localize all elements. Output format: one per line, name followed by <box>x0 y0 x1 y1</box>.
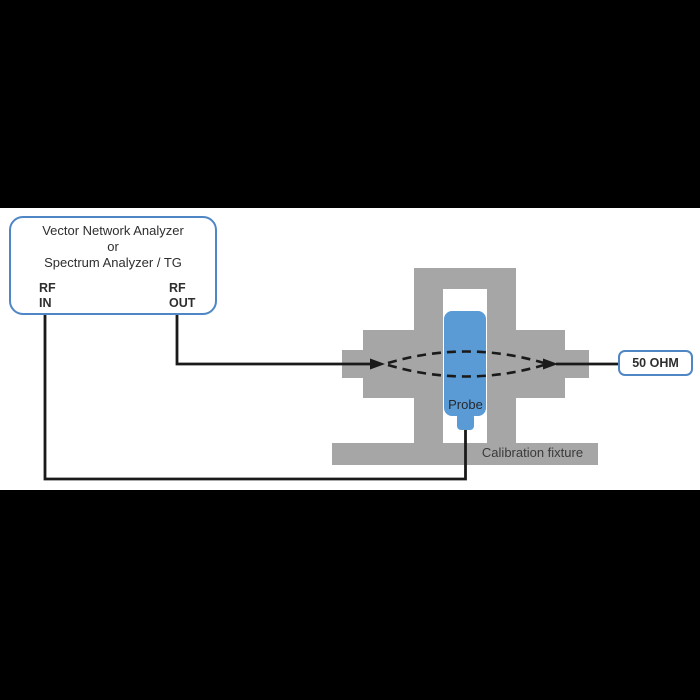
analyzer-title-line3: Spectrum Analyzer / TG <box>44 255 182 270</box>
analyzer-title-line2: or <box>107 239 119 254</box>
rf-out-port-label: RF OUT <box>169 281 195 311</box>
analyzer-box: Vector Network Analyzer or Spectrum Anal… <box>9 216 217 315</box>
terminator-50ohm-label: 50 OHM <box>632 356 679 370</box>
signal-arrowhead-right <box>543 358 558 370</box>
rf-out-line2: OUT <box>169 296 196 310</box>
probe-label: Probe <box>448 397 483 412</box>
signal-lens-bottom-arc <box>387 363 545 378</box>
calibration-fixture-label: Calibration fixture <box>481 445 584 460</box>
rf-out-line1: RF <box>169 281 186 295</box>
top-black-band <box>0 0 700 208</box>
rf-in-line1: RF <box>39 281 56 295</box>
probe-body <box>444 311 486 416</box>
analyzer-title-line1: Vector Network Analyzer <box>42 223 184 238</box>
analyzer-title: Vector Network Analyzer or Spectrum Anal… <box>11 223 215 271</box>
signal-arrowhead-left <box>370 358 385 370</box>
rf-in-port-label: RF IN <box>39 281 56 311</box>
rf-in-cable <box>43 313 467 481</box>
signal-lens-top-arc <box>387 350 545 365</box>
rf-out-cable <box>175 313 371 366</box>
probe-connector-nub <box>457 413 474 430</box>
rf-in-line2: IN <box>39 296 52 310</box>
terminator-50ohm-box: 50 OHM <box>618 350 693 376</box>
bottom-black-band <box>0 490 700 700</box>
